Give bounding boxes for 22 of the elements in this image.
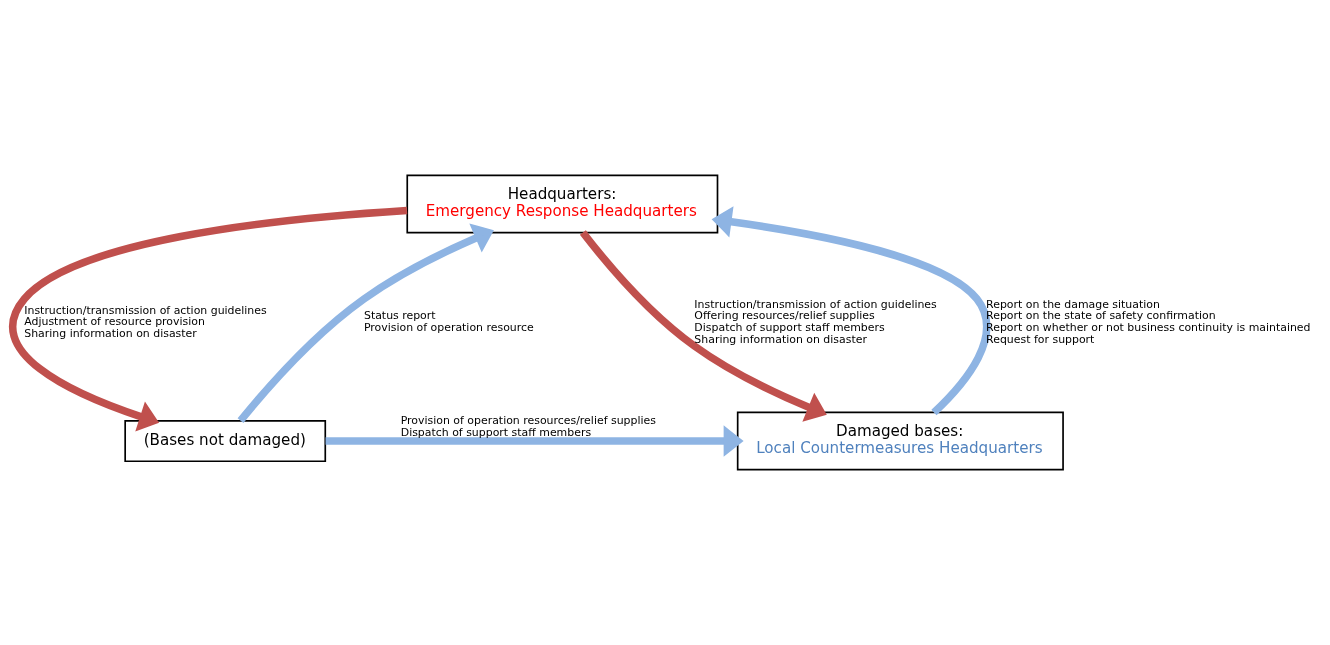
edge-label: Sharing information on disaster [694, 333, 867, 347]
arrow [711, 206, 991, 416]
arrow [237, 223, 494, 424]
edge-label: Offering resources/relief supplies [694, 309, 875, 323]
edge-label: Sharing information on disaster [24, 327, 197, 341]
edge-label: Adjustment of resource provision [24, 315, 205, 329]
edge-label: Instruction/transmission of action guidelines [694, 297, 937, 311]
node-box: (Bases not damaged) [124, 420, 327, 463]
edge-label: Request for support [986, 333, 1095, 347]
edge-label: Report on the damage situation [986, 297, 1160, 311]
edge-label: Provision of operation resources/relief supplies [400, 413, 656, 427]
edge-label: Report on whether or not business continuity is maintained [986, 321, 1311, 335]
node-box: Headquarters: Emergency Response Headquarters [406, 174, 719, 234]
edge-label: Dispatch of support staff members [694, 321, 885, 335]
edge-label: Provision of operation resource [363, 321, 534, 335]
edge-label: Report on the state of safety confirmation [986, 309, 1216, 323]
arrow [9, 206, 408, 432]
edge-label: Status report [363, 309, 436, 323]
edge-label: Instruction/transmission of action guidelines [24, 303, 267, 317]
edge-label: Dispatch of support staff members [400, 425, 592, 439]
arrow [579, 230, 827, 422]
node-box: Damaged bases: Local Countermeasures Headquarters [736, 411, 1064, 471]
